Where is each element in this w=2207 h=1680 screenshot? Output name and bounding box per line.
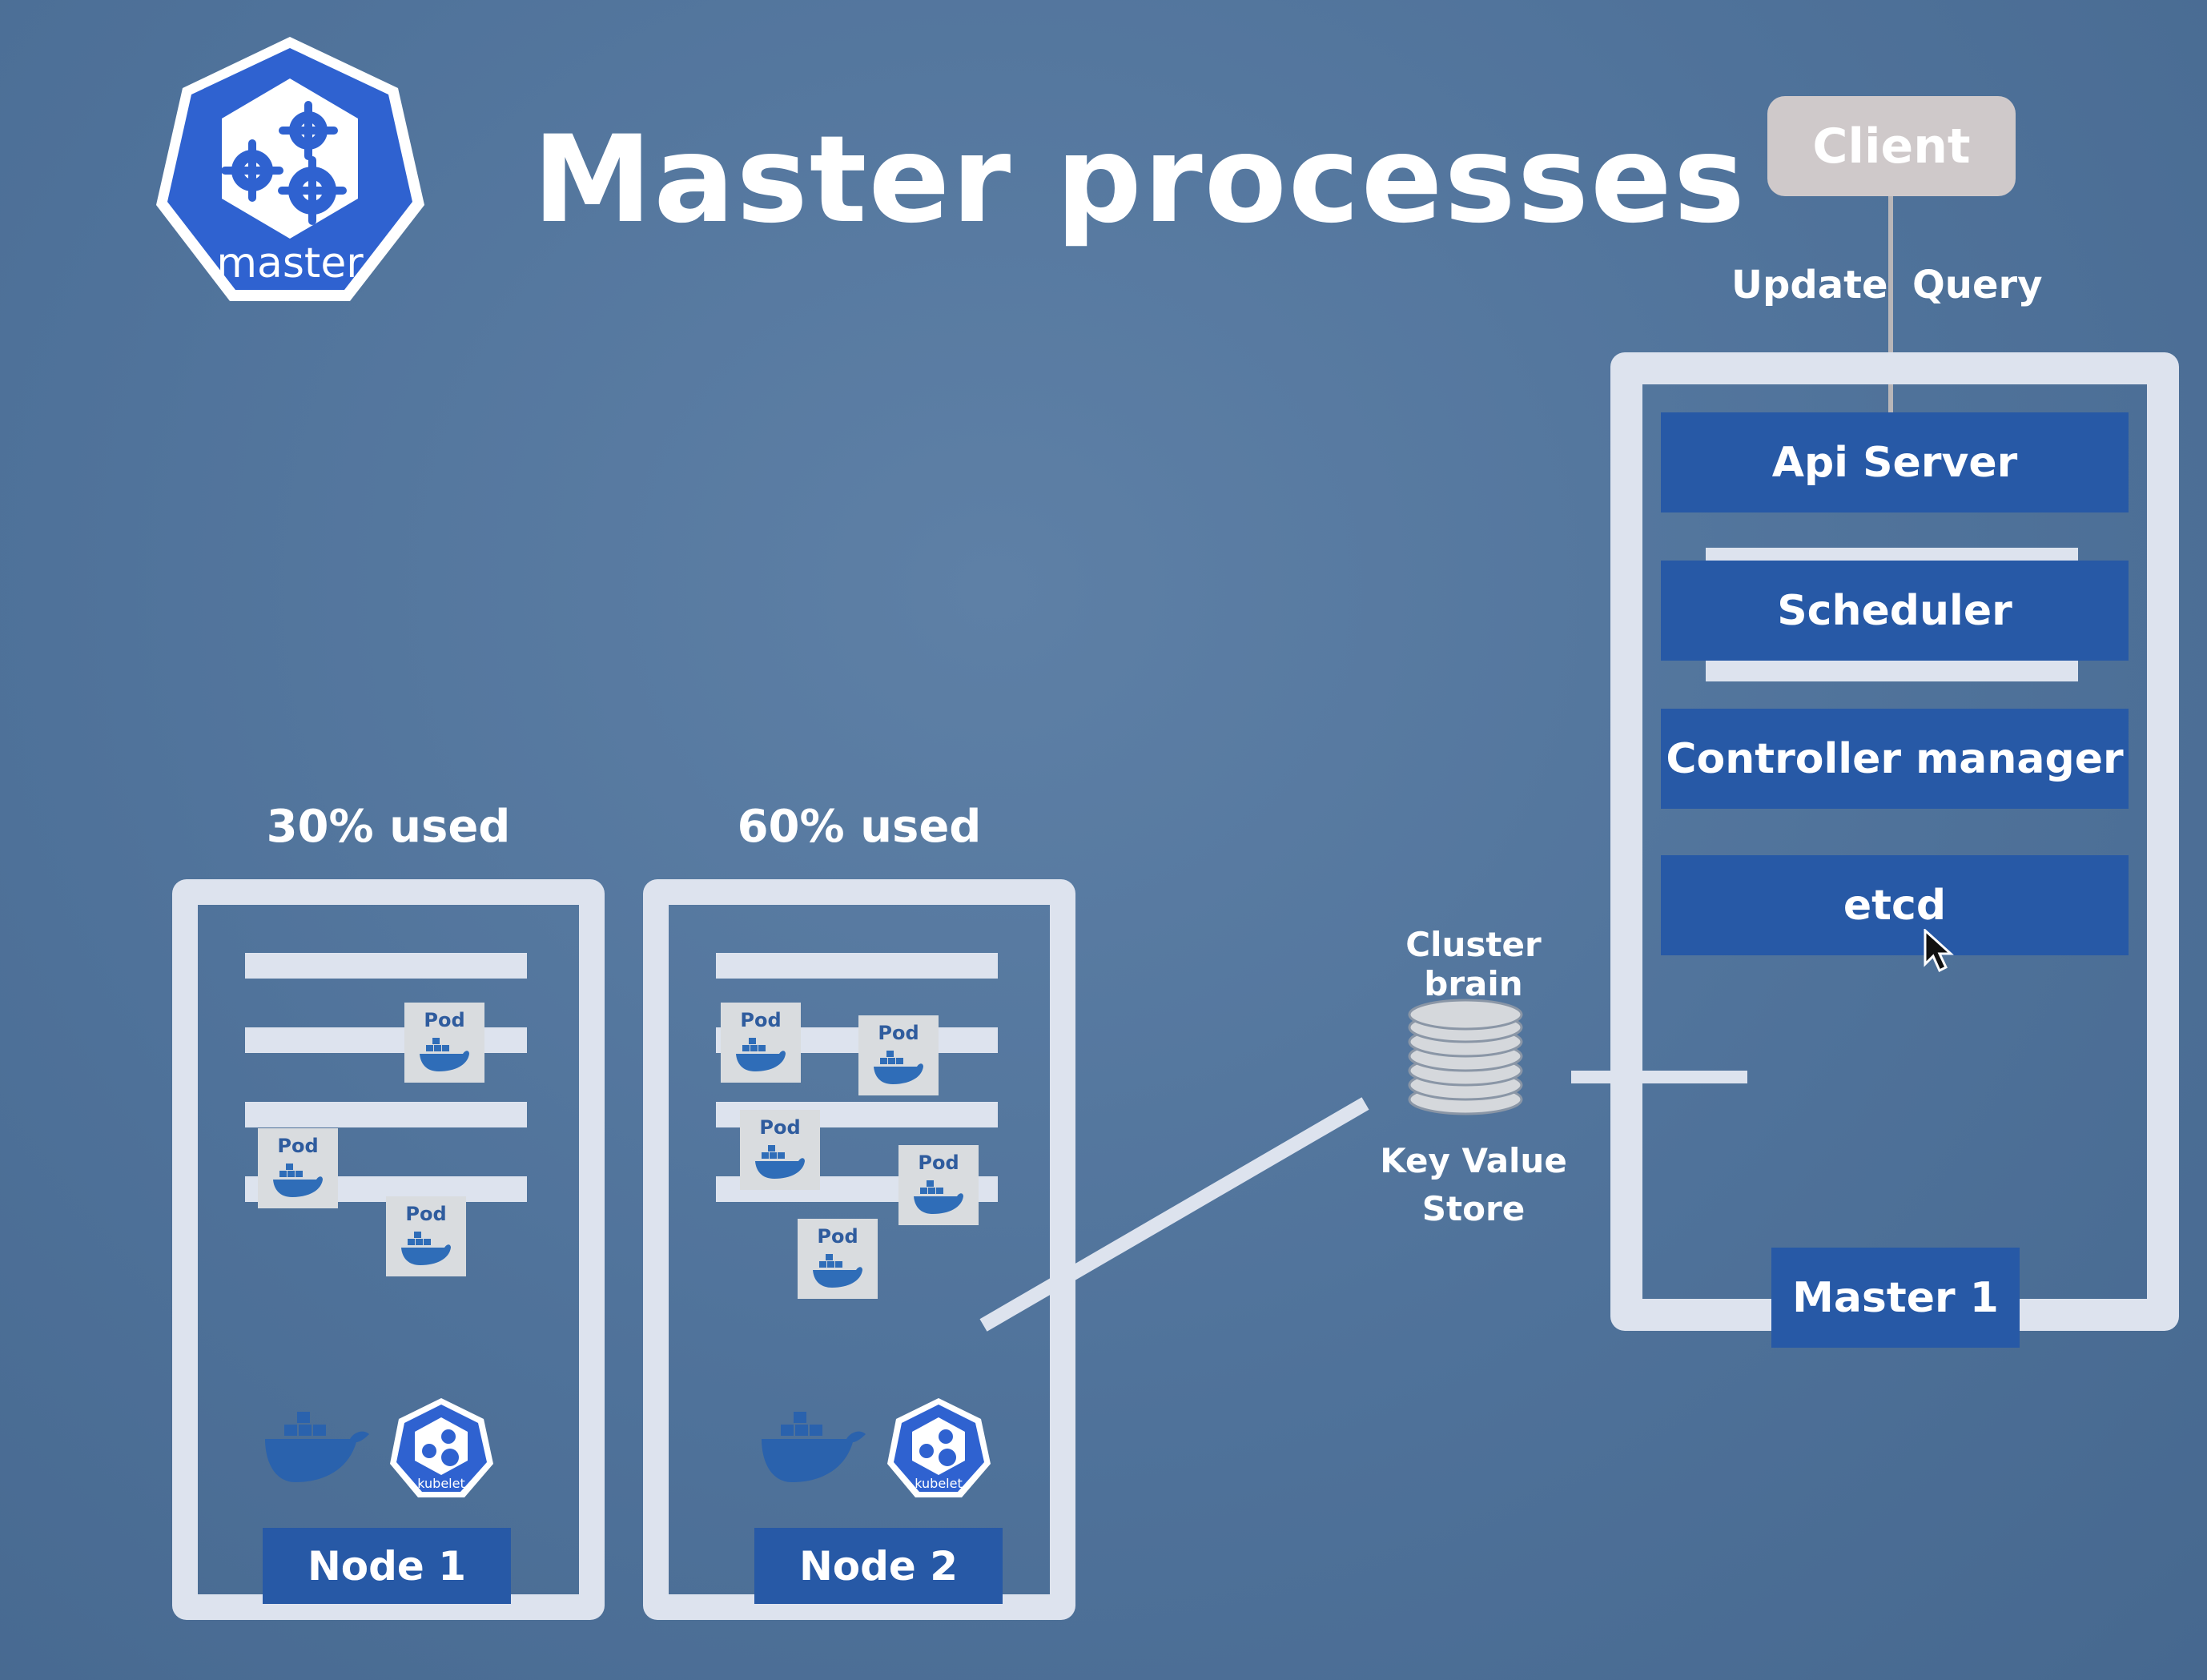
- scheduler-block: Scheduler: [1661, 561, 2129, 661]
- docker-whale-icon: [755, 1145, 805, 1179]
- kubelet-label: kubelet: [915, 1476, 962, 1491]
- etcd-block: etcd: [1661, 855, 2129, 955]
- client-box: Client: [1767, 96, 2016, 196]
- store-to-master-connector: [1571, 1071, 1747, 1083]
- docker-whale-icon: [401, 1232, 451, 1265]
- key-value-store-label: Key Value Store: [1361, 1137, 1586, 1233]
- rack-bar: [716, 953, 998, 979]
- pod: Pod: [258, 1128, 338, 1208]
- pod-label: Pod: [817, 1225, 858, 1248]
- scheduler-rack-bar: [1706, 661, 2078, 681]
- docker-whale-icon: [914, 1180, 963, 1214]
- pod: Pod: [386, 1196, 466, 1276]
- pod: Pod: [898, 1145, 979, 1225]
- process-label: Scheduler: [1777, 586, 2012, 635]
- pod-label: Pod: [759, 1116, 801, 1139]
- cluster-brain-caption: Cluster brain: [1405, 925, 1542, 1003]
- node-1-text: Node 1: [307, 1542, 467, 1590]
- pod-label: Pod: [878, 1022, 919, 1044]
- node-2-text: Node 2: [798, 1542, 959, 1590]
- pod: Pod: [721, 1003, 801, 1083]
- master-logo-icon: master: [156, 37, 424, 301]
- process-label: Controller manager: [1666, 734, 2124, 783]
- docker-icon: [762, 1412, 866, 1482]
- update-label: Update: [1731, 263, 1888, 307]
- node-1-usage: 30% used: [266, 801, 511, 853]
- api-server-block: Api Server: [1661, 412, 2129, 512]
- pod-label: Pod: [918, 1151, 959, 1174]
- process-label: Api Server: [1771, 438, 2018, 487]
- pod-label: Pod: [424, 1009, 465, 1031]
- master-logo-label: master: [216, 239, 364, 287]
- rack-bar: [245, 953, 527, 979]
- docker-icon: [265, 1412, 369, 1482]
- pod-label: Pod: [277, 1135, 319, 1157]
- pod-label: Pod: [740, 1009, 782, 1031]
- process-label: etcd: [1843, 881, 1947, 930]
- query-label: Query: [1912, 263, 2043, 307]
- kubelet-icon: kubelet: [390, 1398, 493, 1497]
- docker-whale-icon: [736, 1038, 786, 1071]
- pod: Pod: [798, 1219, 878, 1299]
- scheduler-rack-bar: [1706, 548, 2078, 561]
- pod-label: Pod: [405, 1203, 447, 1225]
- client-connector: [1888, 196, 1893, 414]
- controller-manager-block: Controller manager: [1661, 709, 2129, 809]
- kubelet-label: kubelet: [417, 1476, 464, 1491]
- node-1-frame: [172, 879, 605, 1620]
- docker-whale-icon: [273, 1164, 323, 1197]
- client-label: Client: [1812, 118, 1971, 175]
- database-icon: [1408, 999, 1523, 1115]
- node-1-label: Node 1: [263, 1528, 511, 1604]
- kv-line-1: Key Value: [1380, 1141, 1567, 1180]
- rack-bar: [245, 1102, 527, 1127]
- master-1-label: Master 1: [1771, 1248, 2020, 1348]
- kubelet-icon: kubelet: [887, 1398, 991, 1497]
- mouse-cursor-icon: [1924, 929, 1954, 973]
- kv-line-2: Store: [1421, 1189, 1526, 1228]
- docker-whale-icon: [813, 1254, 862, 1288]
- docker-whale-icon: [874, 1051, 923, 1084]
- node-2-usage: 60% used: [737, 801, 982, 853]
- pod: Pod: [858, 1015, 939, 1095]
- master-1-text: Master 1: [1792, 1273, 1999, 1322]
- node-2-label: Node 2: [754, 1528, 1003, 1604]
- rack-bar: [245, 1027, 527, 1053]
- node-2-frame: [643, 879, 1075, 1620]
- pod: Pod: [740, 1110, 820, 1190]
- docker-whale-icon: [420, 1038, 469, 1071]
- page-title: Master processes: [533, 111, 1747, 250]
- pod: Pod: [404, 1003, 484, 1083]
